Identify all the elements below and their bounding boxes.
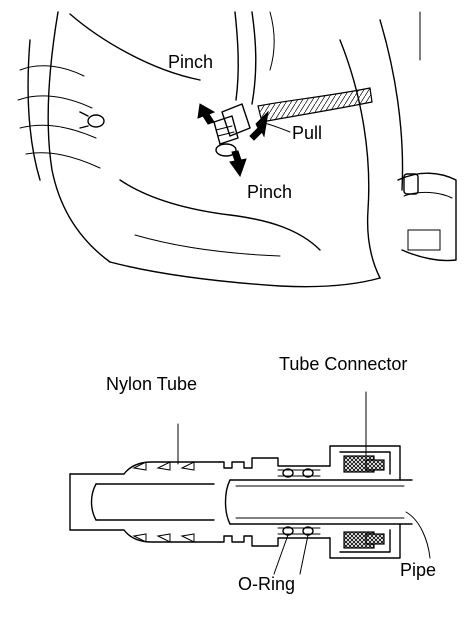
label-pull: Pull [292,123,322,143]
leader-o-ring-left [273,534,289,575]
label-o-ring: O-Ring [238,574,295,594]
o-rings [277,468,321,536]
leader-o-ring-right [299,534,309,575]
hose-connector-fitting [213,103,251,157]
retainer-hatched-parts [343,455,385,549]
label-tube-connector: Tube Connector [279,354,407,374]
bolt-part [79,111,105,129]
pinch-arrow-bottom [229,150,247,178]
label-pipe: Pipe [400,560,436,580]
label-nylon-tube: Nylon Tube [106,374,197,394]
tube-connector-cross-section [69,391,431,575]
label-pinch-top: Pinch [168,52,213,72]
leader-pipe [405,511,431,559]
pinch-arrow-top [197,103,216,125]
pull-arrow [249,110,269,141]
engine-compartment-illustration [17,11,457,288]
label-pinch-bottom: Pinch [247,182,292,202]
